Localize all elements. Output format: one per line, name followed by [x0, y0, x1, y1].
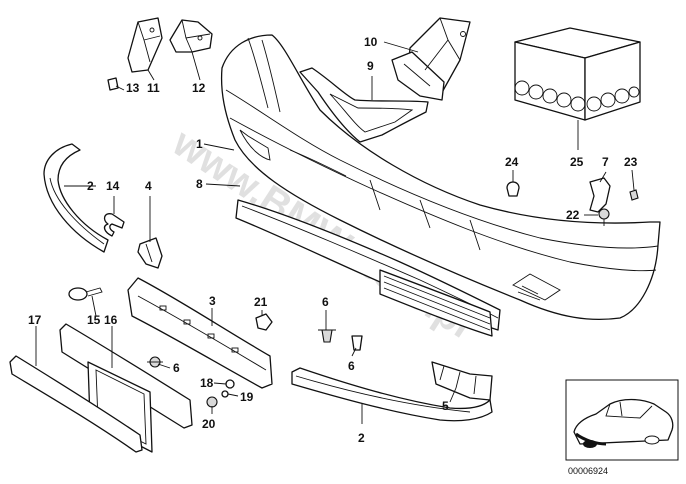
callout-13: 13	[126, 81, 140, 95]
bracket-12	[169, 19, 213, 53]
lower-strip-17	[9, 355, 143, 453]
callout-5: 5	[442, 399, 449, 413]
bracket-11	[127, 17, 163, 73]
license-plate-base	[59, 323, 193, 453]
support-bracket	[299, 67, 429, 143]
callout-19: 19	[240, 390, 254, 404]
tow-hook	[68, 287, 103, 301]
grommet-24	[506, 181, 520, 197]
screw-22	[598, 208, 610, 226]
callout-6-upper: 6	[322, 295, 329, 309]
locator-inset: 00006924	[565, 379, 679, 476]
callout-1: 1	[196, 137, 203, 151]
nut-18	[225, 379, 235, 389]
callout-labels: 1 2 2 3 4 5 6 6 6 7 8 9 10 11 12 13 14 1…	[28, 35, 638, 445]
callout-18: 18	[200, 376, 214, 390]
bracket-4	[137, 237, 163, 269]
callout-4: 4	[145, 179, 152, 193]
clip-21	[255, 313, 273, 331]
trim-clip-14	[103, 213, 125, 237]
callout-17: 17	[28, 313, 42, 327]
screw-23	[629, 189, 639, 201]
screw-6-left	[147, 356, 163, 368]
corner-trim-left	[43, 143, 109, 253]
car-silhouette	[573, 398, 674, 448]
leader-lines	[35, 41, 635, 424]
impact-absorber	[391, 17, 471, 101]
callout-6-lower: 6	[348, 359, 355, 373]
fog-light-cover	[431, 361, 493, 401]
callout-2-lower-trim: 2	[358, 431, 365, 445]
callout-3: 3	[209, 294, 216, 308]
callout-11: 11	[147, 81, 160, 95]
washer-19	[221, 390, 229, 398]
callout-7: 7	[602, 155, 609, 169]
callout-23: 23	[624, 155, 638, 169]
callout-14: 14	[106, 179, 120, 193]
callout-9: 9	[367, 59, 374, 73]
diagram-code: 00006924	[568, 466, 608, 476]
callout-21: 21	[254, 295, 268, 309]
callout-2-corner-trim: 2	[87, 179, 94, 193]
screw-6-upper	[318, 329, 336, 343]
callout-24: 24	[505, 155, 519, 169]
callout-16: 16	[104, 313, 118, 327]
callout-10: 10	[364, 35, 378, 49]
lower-grille	[379, 269, 493, 337]
callout-6-left: 6	[173, 361, 180, 375]
bumper-reinforcement	[127, 277, 273, 389]
clip-6-lower	[351, 335, 363, 351]
callout-20: 20	[202, 417, 216, 431]
callout-22: 22	[566, 208, 580, 222]
callout-15: 15	[87, 313, 101, 327]
plug-20	[206, 396, 218, 408]
lower-trim-strip	[291, 367, 493, 422]
clip-13	[107, 77, 119, 91]
bracket-7	[589, 177, 611, 213]
callout-8: 8	[196, 177, 203, 191]
callout-12: 12	[192, 81, 206, 95]
callout-25: 25	[570, 155, 584, 169]
parts-box	[514, 27, 641, 121]
bumper-cover	[220, 34, 661, 321]
